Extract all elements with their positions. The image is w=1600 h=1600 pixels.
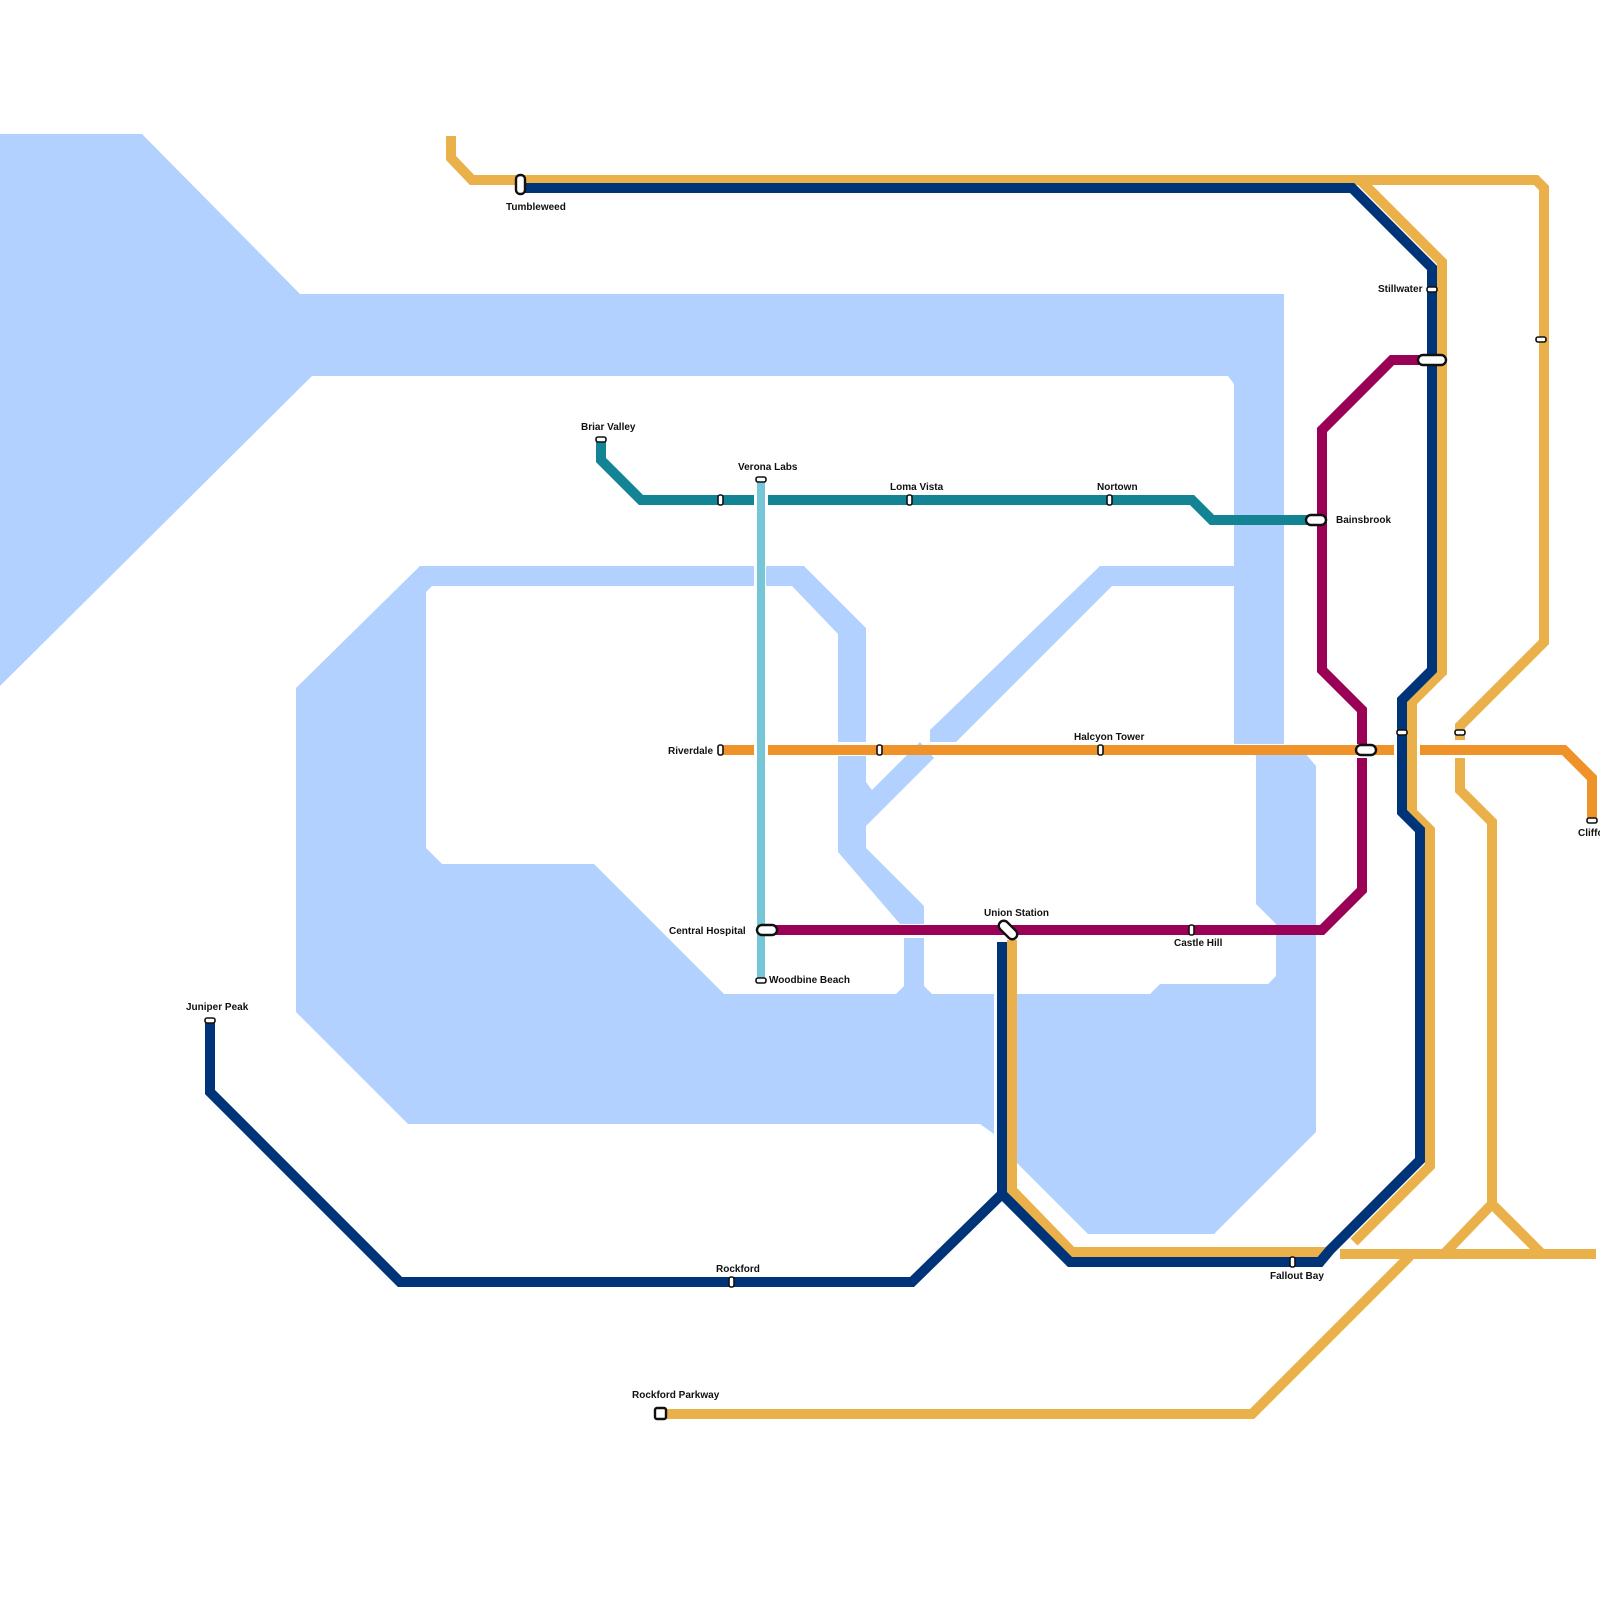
route-orange-east bbox=[1420, 745, 1597, 818]
route-navy-north bbox=[520, 183, 1437, 1267]
station-tumbleweed[interactable] bbox=[514, 173, 527, 196]
water-diagonal-channel bbox=[930, 566, 1234, 742]
route-gold-union bbox=[1007, 940, 1328, 1257]
label-verona-labs: Verona Labs bbox=[738, 462, 798, 473]
station-teal-west[interactable] bbox=[717, 494, 724, 506]
station-stillwater[interactable] bbox=[1426, 286, 1438, 293]
station-bainsbrook[interactable] bbox=[1304, 513, 1328, 527]
station-juniper-peak[interactable] bbox=[204, 1017, 216, 1024]
station-gold-east[interactable] bbox=[1535, 336, 1547, 343]
station-central-hospital[interactable] bbox=[755, 923, 779, 937]
station-navy-east[interactable] bbox=[1396, 729, 1408, 736]
label-briar-valley: Briar Valley bbox=[581, 422, 636, 433]
label-stillwater: Stillwater bbox=[1378, 284, 1423, 295]
station-halcyon-tower[interactable] bbox=[1097, 744, 1104, 756]
route-gold-triangle bbox=[1440, 1200, 1496, 1258]
route-teal bbox=[596, 440, 754, 505]
water-inner-channel bbox=[766, 566, 866, 742]
route-magenta-south bbox=[768, 758, 1367, 935]
station-rockford[interactable] bbox=[728, 1276, 735, 1288]
station-gold-east-2[interactable] bbox=[1454, 729, 1466, 736]
station-woodbine-beach[interactable] bbox=[755, 977, 767, 984]
label-loma-vista: Loma Vista bbox=[890, 482, 944, 493]
route-gold-east-branch bbox=[1455, 758, 1546, 1258]
label-castle-hill: Castle Hill bbox=[1174, 938, 1223, 949]
station-nortown[interactable] bbox=[1106, 494, 1113, 506]
label-nortown: Nortown bbox=[1097, 482, 1138, 493]
label-fallout-bay: Fallout Bay bbox=[1270, 1271, 1324, 1282]
route-gold-stillwater bbox=[1350, 176, 1447, 1246]
water-central-lagoon bbox=[296, 566, 994, 1134]
water-southeast-basin bbox=[1016, 748, 1316, 1234]
label-rockford-parkway: Rockford Parkway bbox=[632, 1390, 720, 1401]
label-union-station: Union Station bbox=[984, 908, 1049, 919]
stations-layer: Tumbleweed Stillwater Briar Valley Veron… bbox=[186, 173, 1600, 1421]
water-layer bbox=[0, 134, 1316, 1234]
label-riverdale: Riverdale bbox=[668, 746, 713, 757]
station-riverdale[interactable] bbox=[717, 744, 724, 756]
station-union-station[interactable] bbox=[997, 919, 1020, 942]
label-central-hospital: Central Hospital bbox=[669, 926, 746, 937]
route-navy-south bbox=[205, 1022, 1006, 1287]
station-orange-west[interactable] bbox=[876, 744, 883, 756]
label-woodbine-beach: Woodbine Beach bbox=[769, 975, 850, 986]
label-halcyon-tower: Halcyon Tower bbox=[1074, 732, 1144, 743]
station-magenta-orange-interchange[interactable] bbox=[1354, 743, 1378, 757]
label-rockford: Rockford bbox=[716, 1264, 760, 1275]
routes-layer bbox=[205, 136, 1597, 1419]
station-verona-labs[interactable] bbox=[755, 476, 767, 483]
station-rockford-parkway[interactable] bbox=[653, 1406, 668, 1421]
water-northwest-sea bbox=[0, 134, 1284, 744]
water-inner-branch bbox=[838, 742, 934, 924]
route-magenta-north bbox=[1317, 355, 1432, 744]
water-bainsbrook-column bbox=[1240, 526, 1284, 744]
station-stillwater-interchange[interactable] bbox=[1416, 353, 1448, 367]
label-tumbleweed: Tumbleweed bbox=[506, 202, 566, 213]
label-cliff: Cliffo bbox=[1578, 828, 1600, 839]
route-teal-east bbox=[768, 495, 1310, 525]
route-gold-parkway bbox=[660, 1252, 1414, 1419]
route-gold-north bbox=[446, 136, 1549, 740]
station-castle-hill[interactable] bbox=[1188, 924, 1195, 936]
label-juniper-peak: Juniper Peak bbox=[186, 1002, 249, 1013]
station-cliff[interactable] bbox=[1586, 817, 1598, 824]
station-fallout-bay[interactable] bbox=[1289, 1256, 1296, 1268]
label-bainsbrook: Bainsbrook bbox=[1336, 515, 1391, 526]
station-briar-valley[interactable] bbox=[595, 436, 607, 443]
station-loma-vista[interactable] bbox=[906, 494, 913, 506]
